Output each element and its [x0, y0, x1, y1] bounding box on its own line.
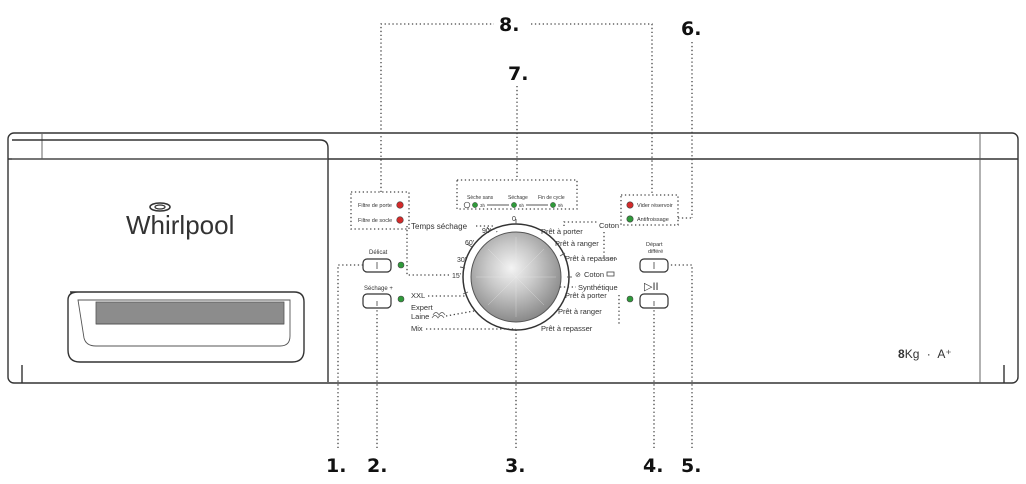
wool-icon — [431, 312, 446, 319]
cupboard-icon — [606, 271, 615, 277]
status-hour-3: 9h — [558, 203, 564, 208]
program-pret-porter-1: Prêt à porter — [541, 227, 583, 236]
dial-time-labels: Temps séchage 90' 60' 30' 15' 0 — [406, 216, 516, 280]
depart-differe-control[interactable]: Départ différé — [639, 242, 669, 273]
program-coton-2: Coton — [584, 270, 604, 279]
svg-text:⊘: ⊘ — [575, 272, 581, 279]
status-label-1: Sèche sans — [467, 195, 494, 201]
callout-leaders — [337, 23, 693, 448]
program-mix: Mix — [411, 324, 423, 333]
filter-door-label: Filtre de porte — [358, 203, 392, 209]
callout-4: 4. — [643, 455, 663, 477]
dial-knob-lines — [476, 237, 556, 317]
delicat-label: Délicat — [369, 250, 388, 256]
delicat-control[interactable]: Délicat — [362, 250, 405, 273]
appliance-panel — [7, 132, 1019, 384]
dial-right-programs: Coton Prêt à porter Prêt à ranger Prêt à… — [541, 221, 620, 333]
brand-name: Whirlpool — [126, 210, 234, 240]
right-indicators: Vider réservoir Antifroissage — [620, 194, 679, 226]
capacity-label: 8Kg · A⁺ — [898, 347, 952, 361]
filter-door-led — [396, 201, 404, 209]
dial-ticks — [459, 219, 572, 295]
energy-class: A⁺ — [937, 347, 951, 361]
eco-icon: ⊘ — [575, 272, 581, 279]
dial-left-programs: XXL Expert Laine Mix — [411, 291, 516, 333]
sechage-plus-control[interactable]: Séchage + — [362, 286, 405, 309]
program-xxl: XXL — [411, 291, 425, 300]
brand-logo: Whirlpool — [126, 202, 234, 240]
whirlpool-swirl-icon — [149, 202, 171, 212]
sechage-plus-led — [397, 295, 405, 303]
filter-base-label: Filtre de socle — [358, 218, 392, 224]
start-pause-icon: ▷II — [644, 281, 659, 293]
program-coton-top: Coton — [599, 221, 619, 230]
program-pret-porter-2: Prêt à porter — [565, 291, 607, 300]
program-pret-ranger-2: Prêt à ranger — [558, 307, 602, 316]
callout-8: 8. — [499, 14, 519, 36]
callout-1: 1. — [326, 455, 346, 477]
time-mark-90: 90' — [482, 228, 491, 235]
program-expert: Expert — [411, 303, 434, 312]
start-pause-led — [626, 295, 634, 303]
delicat-led — [397, 261, 405, 269]
capacity-unit: Kg — [905, 347, 920, 361]
time-mark-30: 30' — [457, 257, 466, 264]
status-label-3: Fin de cycle — [538, 195, 565, 201]
filter-base-led — [396, 216, 404, 224]
drawer-handle[interactable] — [67, 291, 305, 363]
capacity-separator: · — [927, 347, 931, 361]
program-pret-repasser-1: Prêt à repasser — [565, 254, 617, 263]
status-led-2 — [511, 202, 517, 208]
time-mark-60: 60' — [465, 240, 474, 247]
antifroissage-label: Antifroissage — [637, 217, 669, 223]
time-mark-15: 15' — [452, 273, 461, 280]
program-laine: Laine — [411, 312, 429, 321]
status-hour-2: 6h — [519, 203, 525, 208]
program-pret-ranger-1: Prêt à ranger — [555, 239, 599, 248]
status-led-1 — [472, 202, 478, 208]
time-label: Temps séchage — [411, 222, 468, 231]
status-led-3 — [550, 202, 556, 208]
status-hour-1: 3h — [480, 203, 486, 208]
depart-label-1: Départ — [646, 242, 663, 248]
program-dial[interactable] — [459, 219, 572, 331]
program-synthetique: Synthétique — [578, 283, 618, 292]
program-pret-repasser-2: Prêt à repasser — [541, 324, 593, 333]
callout-2: 2. — [367, 455, 387, 477]
start-pause-control[interactable]: ▷II — [626, 281, 669, 309]
callout-3: 3. — [505, 455, 525, 477]
reservoir-led — [626, 201, 634, 209]
callout-6: 6. — [681, 18, 701, 40]
callout-7: 7. — [508, 63, 528, 85]
status-indicators: Sèche sans Séchage Fin de cycle 3h 6h 9h — [456, 179, 578, 210]
filter-indicators: Filtre de porte Filtre de socle — [350, 191, 410, 230]
capacity-value: 8 — [898, 347, 905, 361]
callout-numbers: 8. 7. 6. 1. 2. 3. 4. 5. — [326, 14, 701, 477]
svg-text:8Kg · A⁺: 8Kg · A⁺ — [898, 347, 952, 361]
callout-5: 5. — [681, 455, 701, 477]
reservoir-label: Vider réservoir — [637, 203, 673, 209]
time-mark-0: 0 — [512, 216, 516, 223]
status-label-2: Séchage — [508, 195, 528, 201]
antifroissage-led — [626, 215, 634, 223]
clock-icon — [463, 201, 471, 209]
depart-label-2: différé — [648, 249, 663, 255]
sechage-plus-label: Séchage + — [364, 286, 393, 292]
